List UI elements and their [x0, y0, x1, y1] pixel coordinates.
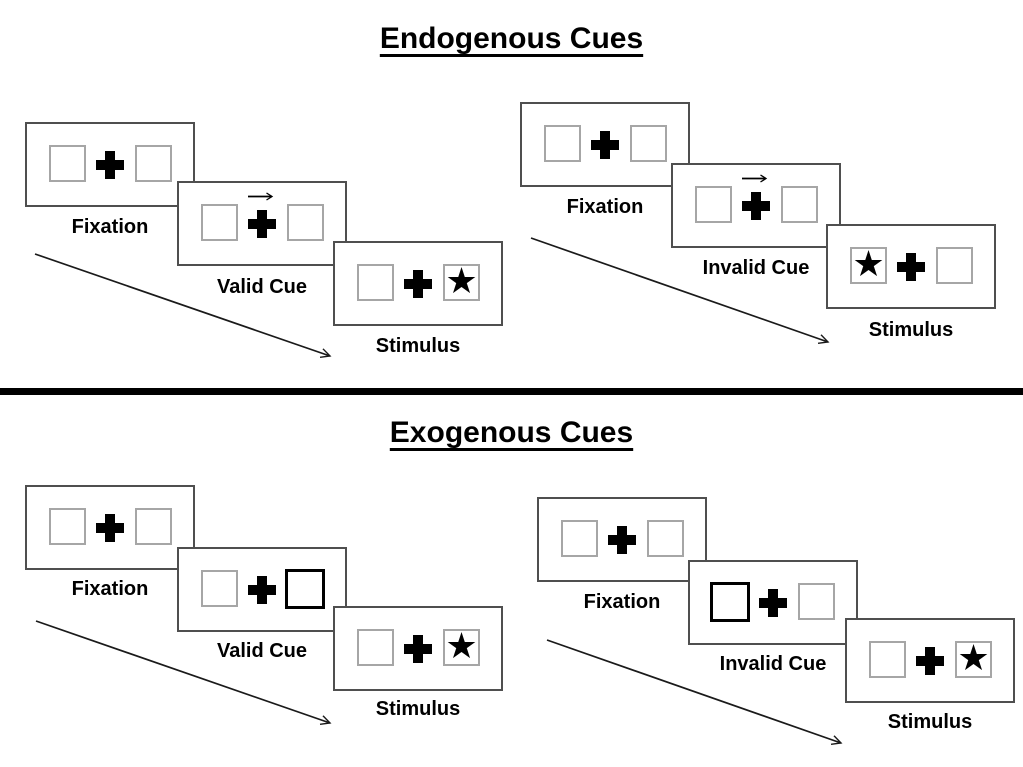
endogenous-valid-stimulus-panel: ★	[333, 241, 503, 326]
timeline-arrow	[34, 253, 330, 356]
right-box	[135, 145, 172, 182]
fixation-cross-icon	[742, 192, 770, 220]
fixation-cross-icon	[404, 635, 432, 663]
thick-cue-box	[710, 582, 750, 622]
panel-label: Valid Cue	[216, 276, 308, 298]
left-box	[357, 629, 394, 666]
panel-label: Fixation	[583, 591, 661, 613]
thick-cue-box	[285, 569, 325, 609]
fixation-cross-icon	[591, 131, 619, 159]
left-box	[49, 508, 86, 545]
fixation-cross-icon	[608, 526, 636, 554]
fixation-cross-icon	[96, 514, 124, 542]
left-box	[695, 186, 732, 223]
timeline-arrow	[35, 620, 330, 723]
right-arrow-cue-icon	[742, 172, 773, 185]
exogenous-valid-stimulus-panel: ★	[333, 606, 503, 691]
right-box-with-star: ★	[955, 636, 992, 678]
star-icon: ★	[445, 624, 478, 666]
fixation-cross-icon	[759, 589, 787, 617]
panel-label: Fixation	[71, 216, 149, 238]
right-box	[647, 520, 684, 557]
left-box	[49, 145, 86, 182]
endogenous-invalid-cue-panel	[671, 163, 841, 248]
star-icon: ★	[957, 636, 990, 678]
fixation-cross-icon	[248, 576, 276, 604]
section-title-exogenous: Exogenous Cues	[389, 416, 634, 449]
endogenous-valid-cue-panel	[177, 181, 347, 266]
right-box	[936, 247, 973, 284]
right-arrow-cue-icon	[248, 190, 279, 203]
panel-label: Stimulus	[375, 335, 461, 357]
left-box-with-star: ★	[850, 242, 887, 284]
left-box	[869, 641, 906, 678]
left-box	[544, 125, 581, 162]
exogenous-invalid-cue-panel	[688, 560, 858, 645]
fixation-cross-icon	[897, 253, 925, 281]
right-box	[781, 186, 818, 223]
panel-label: Valid Cue	[216, 640, 308, 662]
exogenous-invalid-stimulus-panel: ★	[845, 618, 1015, 703]
section-divider	[0, 388, 1023, 395]
fixation-cross-icon	[248, 210, 276, 238]
exogenous-valid-fixation-panel	[25, 485, 195, 570]
star-icon: ★	[852, 242, 885, 284]
fixation-cross-icon	[916, 647, 944, 675]
endogenous-valid-fixation-panel	[25, 122, 195, 207]
fixation-cross-icon	[96, 151, 124, 179]
panel-label: Fixation	[566, 196, 644, 218]
left-box	[561, 520, 598, 557]
panel-label: Invalid Cue	[702, 257, 810, 279]
panel-label: Stimulus	[375, 698, 461, 720]
left-box	[201, 204, 238, 241]
exogenous-invalid-fixation-panel	[537, 497, 707, 582]
section-title-endogenous: Endogenous Cues	[379, 22, 644, 55]
panel-label: Stimulus	[887, 711, 973, 733]
endogenous-invalid-stimulus-panel: ★	[826, 224, 996, 309]
endogenous-invalid-fixation-panel	[520, 102, 690, 187]
right-box	[630, 125, 667, 162]
panel-label: Invalid Cue	[719, 653, 827, 675]
right-box-with-star: ★	[443, 624, 480, 666]
timeline-arrow	[530, 237, 828, 342]
left-box	[201, 570, 238, 607]
panel-label: Stimulus	[868, 319, 954, 341]
right-box	[135, 508, 172, 545]
fixation-cross-icon	[404, 270, 432, 298]
star-icon: ★	[445, 259, 478, 301]
right-box-with-star: ★	[443, 259, 480, 301]
panel-label: Fixation	[71, 578, 149, 600]
right-box	[287, 204, 324, 241]
exogenous-valid-cue-panel	[177, 547, 347, 632]
left-box	[357, 264, 394, 301]
right-box	[798, 583, 835, 620]
